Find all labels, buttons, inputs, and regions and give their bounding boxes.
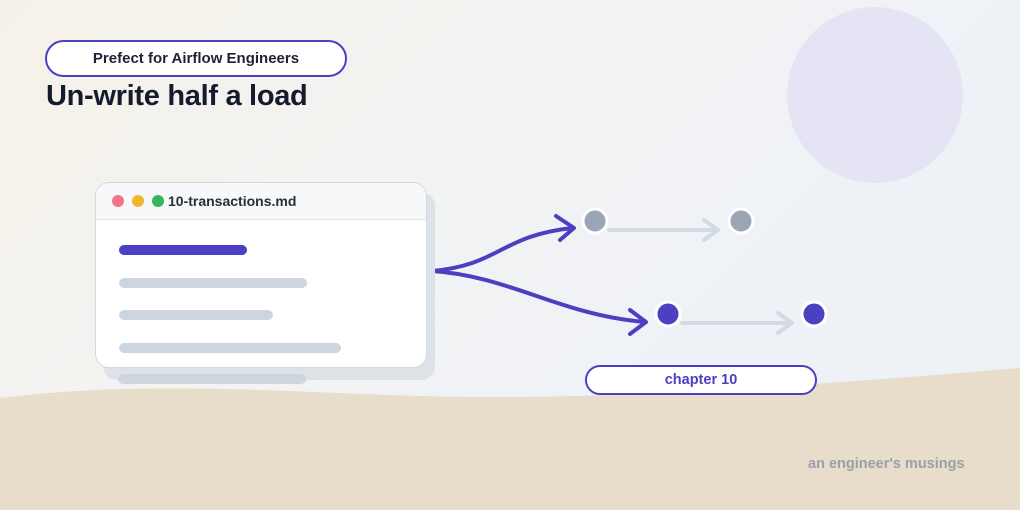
editor-filename: 10-transactions.md [168,193,297,209]
chapter-badge: chapter 10 [585,365,817,395]
footer-signature: an engineer's musings [808,456,965,472]
minimize-window-icon [132,195,144,207]
text-line-placeholder [119,310,273,320]
connector-arrow-top [607,218,720,242]
text-line-placeholder [119,343,341,353]
branch-arrowhead-bottom [628,308,648,336]
connector-arrow-bottom [680,311,794,335]
branch-arrow-bottom [430,269,647,324]
sand-hill [0,368,1020,510]
node-bottom-end [800,300,828,328]
node-top-start [581,207,609,235]
text-line-placeholder [118,374,306,384]
branch-arrowhead-top [554,214,576,242]
editor-window: 10-transactions.md [95,182,427,368]
maximize-window-icon [152,195,164,207]
node-top-end [727,207,755,235]
series-badge: Prefect for Airflow Engineers [45,40,347,77]
page-title: Un-write half a load [46,80,308,112]
sun-circle [787,7,963,183]
editor-titlebar: 10-transactions.md [96,183,426,220]
text-line-highlighted [119,245,247,255]
text-line-placeholder [119,278,307,288]
branch-arrow-top [430,226,574,273]
node-bottom-start [654,300,682,328]
close-window-icon [112,195,124,207]
